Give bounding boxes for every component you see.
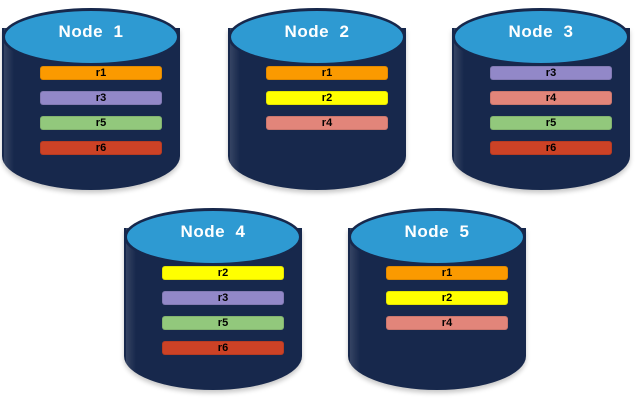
replica-label: r3: [95, 92, 107, 104]
replica-label: r4: [441, 317, 453, 329]
replica-label: r5: [217, 317, 229, 329]
replica-label: r1: [441, 267, 453, 279]
replica-bar: r3: [490, 66, 612, 80]
replica-bar: r2: [386, 291, 508, 305]
replica-bar: r1: [386, 266, 508, 280]
replica-bar: r2: [162, 266, 284, 280]
cylinder-top-ellipse: [452, 8, 630, 66]
replica-label: r1: [95, 67, 107, 79]
cylinder-top-ellipse: [228, 8, 406, 66]
node-label: Node 3: [508, 22, 574, 41]
replica-bar: r3: [40, 91, 162, 105]
replica-label: r6: [545, 142, 557, 154]
replica-bar: r1: [266, 66, 388, 80]
replica-bar: r3: [162, 291, 284, 305]
replica-bar: r6: [40, 141, 162, 155]
replica-bar: r1: [40, 66, 162, 80]
replica-list: r2 r3 r5 r6: [162, 266, 284, 366]
node-label: Node 1: [58, 22, 124, 41]
replica-label: r5: [95, 117, 107, 129]
replica-bar: r4: [490, 91, 612, 105]
replica-list: r3 r4 r5 r6: [490, 66, 612, 166]
replica-label: r3: [545, 67, 557, 79]
replica-label: r2: [321, 92, 333, 104]
replica-label: r3: [217, 292, 229, 304]
replica-list: r1 r2 r4: [266, 66, 388, 141]
replica-label: r5: [545, 117, 557, 129]
node-label: Node 2: [284, 22, 350, 41]
replica-label: r6: [217, 342, 229, 354]
replica-bar: r2: [266, 91, 388, 105]
replica-bar: r6: [490, 141, 612, 155]
replica-label: r6: [95, 142, 107, 154]
replica-list: r1 r2 r4: [386, 266, 508, 341]
cylinder-top-ellipse: [124, 208, 302, 266]
replica-bar: r5: [162, 316, 284, 330]
node-cylinder: Node 5 r1 r2 r4: [348, 208, 526, 393]
node-cylinder: Node 3 r3 r4 r5 r6: [452, 8, 630, 193]
replica-bar: r5: [490, 116, 612, 130]
cylinder-top-ellipse: [348, 208, 526, 266]
replica-bar: r4: [266, 116, 388, 130]
replica-label: r2: [441, 292, 453, 304]
replica-label: r4: [321, 117, 333, 129]
replica-label: r4: [545, 92, 557, 104]
replica-bar: r5: [40, 116, 162, 130]
node-cylinder: Node 1 r1 r3 r5 r6: [2, 8, 180, 193]
node-label: Node 4: [180, 222, 246, 241]
cylinder-top-ellipse: [2, 8, 180, 66]
replica-list: r1 r3 r5 r6: [40, 66, 162, 166]
node-cylinder: Node 2 r1 r2 r4: [228, 8, 406, 193]
node-label: Node 5: [404, 222, 470, 241]
replica-label: r2: [217, 267, 229, 279]
replica-label: r1: [321, 67, 333, 79]
replica-bar: r4: [386, 316, 508, 330]
node-cylinder: Node 4 r2 r3 r5 r6: [124, 208, 302, 393]
replica-bar: r6: [162, 341, 284, 355]
